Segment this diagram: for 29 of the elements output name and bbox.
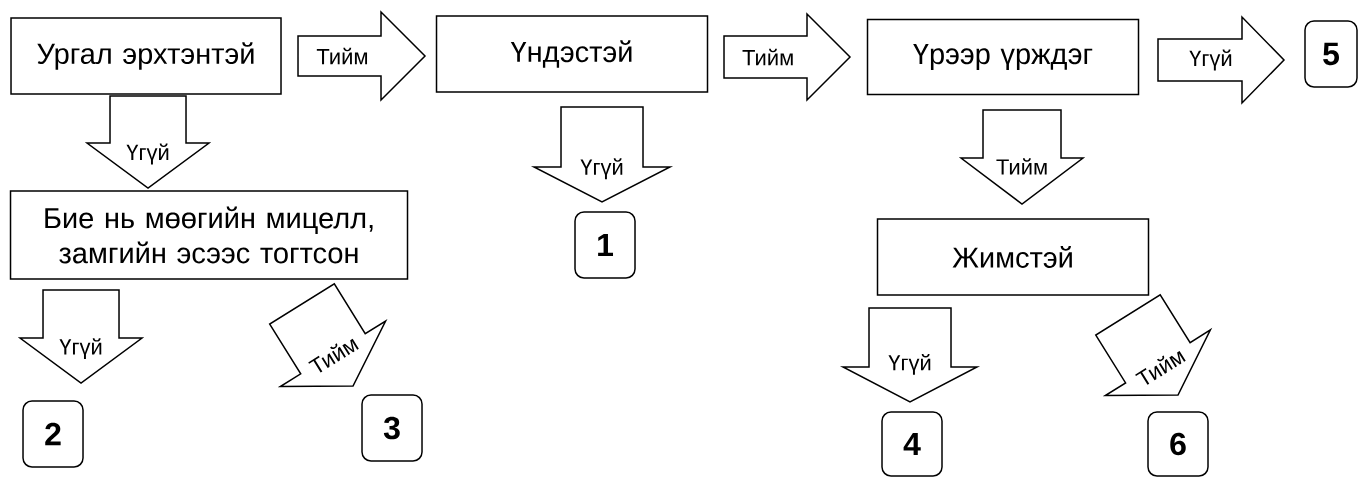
number-box: 3 xyxy=(361,394,423,462)
edge-label: Тийм xyxy=(1135,351,1186,385)
edge-label: Үгүй xyxy=(888,353,931,375)
block-arrow xyxy=(84,95,212,189)
edge-label: Үгүй xyxy=(580,158,623,180)
process-box: Бие нь мөөгийн мицелл, замгийн эсээс тогтсон xyxy=(9,190,409,280)
edge-label: Үгүй xyxy=(59,338,102,360)
block-arrow xyxy=(1157,15,1286,105)
process-box: Үрээр үрждэг xyxy=(866,18,1140,96)
edge-label: Тийм xyxy=(308,338,359,373)
process-box: Жимстэй xyxy=(876,218,1150,296)
block-arrow xyxy=(723,12,852,102)
number-box: 4 xyxy=(881,411,943,477)
block-arrow xyxy=(297,10,427,102)
number-box: 2 xyxy=(22,400,84,468)
edge-label: Үгүй xyxy=(126,143,169,165)
edge-label: Үгүй xyxy=(1189,49,1232,71)
number-box: 6 xyxy=(1147,411,1209,477)
process-box: Үндэстэй xyxy=(435,15,709,93)
block-arrow xyxy=(839,307,981,403)
edge-label: Тийм xyxy=(316,47,368,65)
process-box: Ургал эрхтэнтэй xyxy=(10,17,282,95)
block-arrow xyxy=(17,289,145,384)
block-arrow xyxy=(530,106,674,203)
edge-label: Тийм xyxy=(742,48,793,66)
edge-label: Тийм xyxy=(996,158,1047,175)
number-box: 1 xyxy=(574,211,636,279)
number-box: 5 xyxy=(1304,20,1358,88)
block-arrow xyxy=(958,109,1086,205)
